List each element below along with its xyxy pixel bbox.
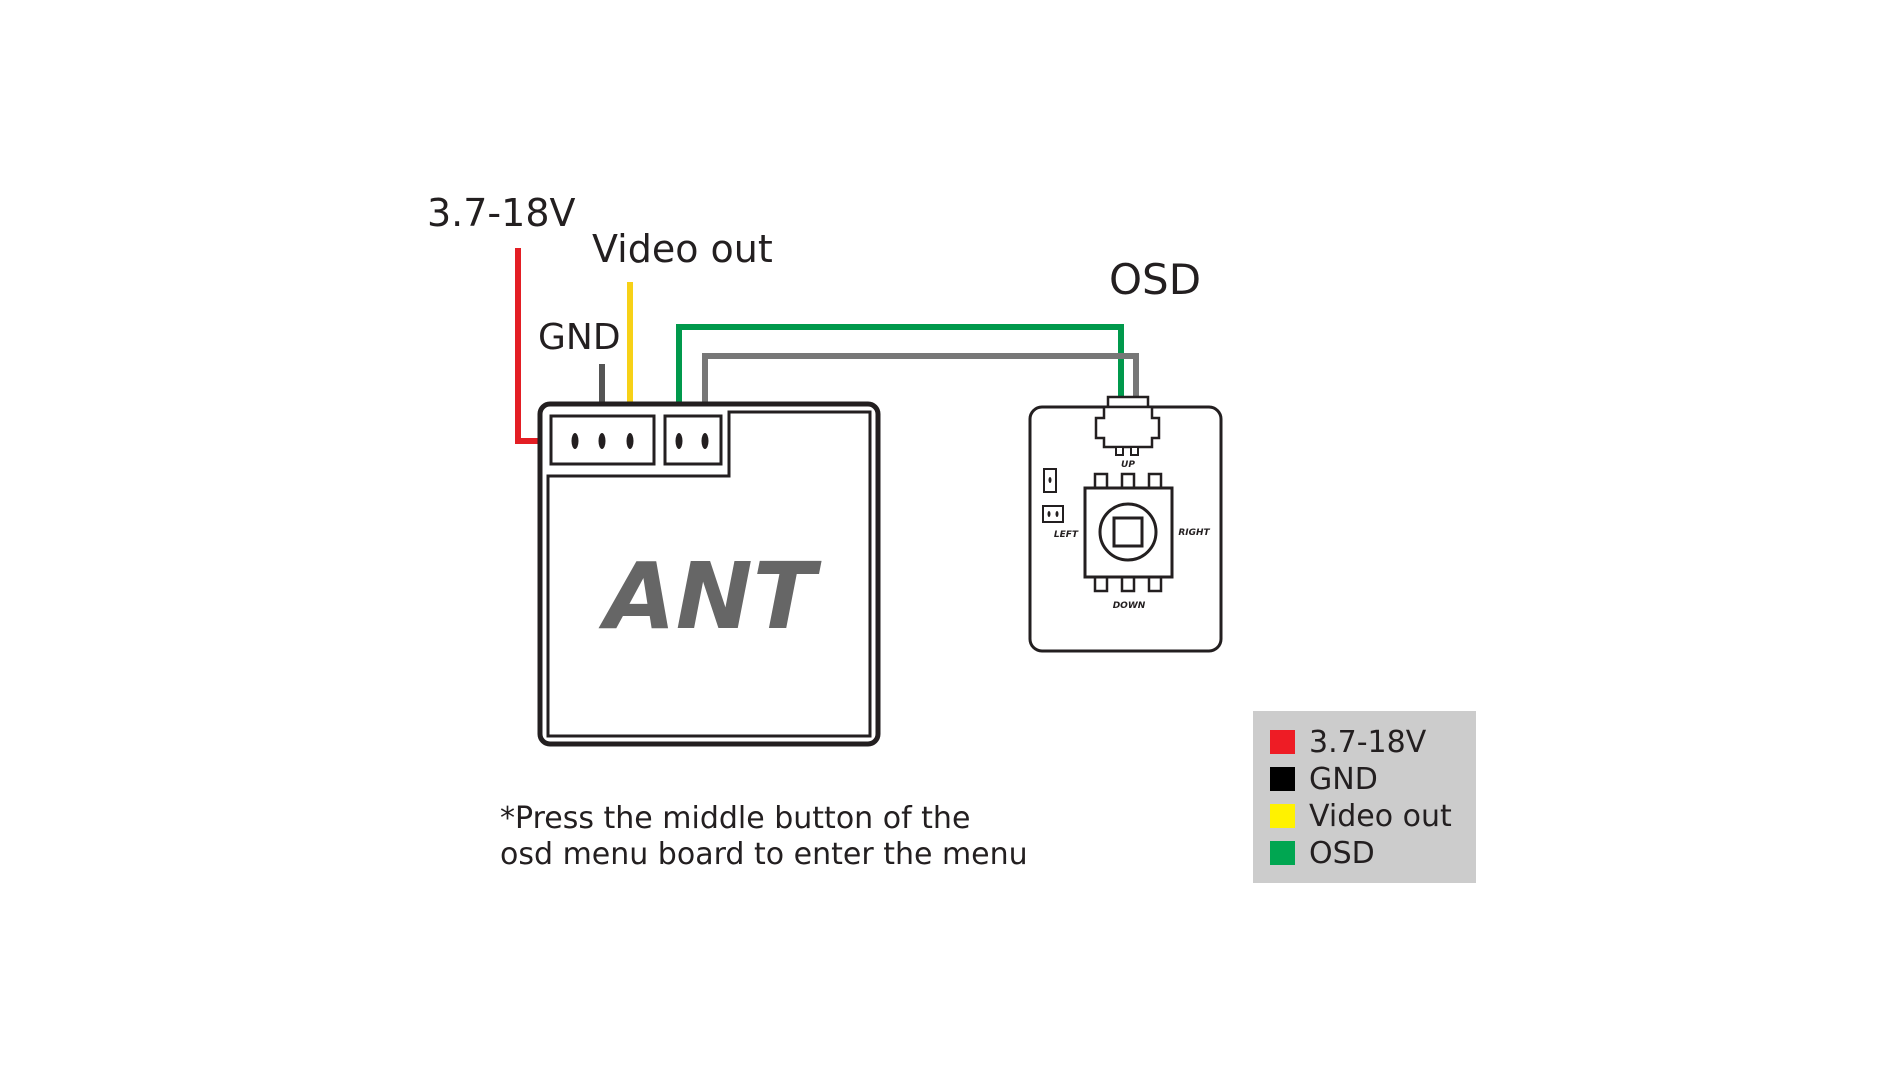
osd-wire-green: [676, 324, 1124, 441]
osd-side-component-dot: [1055, 511, 1059, 517]
note-line-1: *Press the middle button of the: [500, 801, 970, 836]
connector-pin: [598, 433, 606, 449]
osd-button-pad: [1120, 472, 1136, 490]
note-line-2: osd menu board to enter the menu: [500, 837, 1028, 872]
legend-label-video-out: Video out: [1309, 799, 1452, 834]
osd-board: UP LEFT RIGHT DOWN: [1028, 395, 1223, 653]
osd-board-connector-body: [1094, 405, 1161, 449]
osd-side-component-dot: [1047, 511, 1051, 517]
legend-label-gnd: GND: [1309, 762, 1378, 797]
legend-swatch-power: [1270, 730, 1295, 754]
osd-button-pad: [1093, 472, 1109, 490]
legend-swatch-osd: [1270, 841, 1295, 865]
osd-side-component: [1042, 505, 1064, 523]
gnd-label: GND: [538, 317, 621, 358]
connector-pin: [701, 433, 709, 449]
camera-brand: ANT: [599, 543, 822, 650]
camera-outer-frame: [537, 401, 881, 747]
legend-swatch-gnd: [1270, 767, 1295, 791]
power-connector: [549, 414, 656, 466]
legend-label-power: 3.7-18V: [1309, 725, 1427, 760]
power-label: 3.7-18V: [427, 191, 576, 235]
camera-module: ANT: [537, 401, 881, 747]
osd-label: OSD: [1109, 255, 1201, 304]
osd-side-component-dot: [1048, 477, 1052, 483]
osd-connector: [663, 414, 723, 466]
camera-inner-frame: [546, 410, 872, 738]
connector-pin: [626, 433, 634, 449]
osd-button-pad: [1120, 575, 1136, 593]
osd-button-pad: [1093, 575, 1109, 593]
osd-left-label: LEFT: [1054, 530, 1079, 540]
osd-right-label: RIGHT: [1178, 528, 1210, 538]
osd-down-label: DOWN: [1113, 601, 1146, 611]
connector-pin: [571, 433, 579, 449]
connector-pin: [675, 433, 683, 449]
legend: 3.7-18V GND Video out OSD: [1253, 711, 1476, 883]
osd-button-pad: [1147, 575, 1163, 593]
legend-swatch-video-out: [1270, 804, 1295, 828]
osd-board-connector-pin: [1115, 446, 1124, 456]
osd-wire-gray: [702, 353, 1139, 441]
legend-label-osd: OSD: [1309, 836, 1375, 871]
osd-button-pad: [1147, 472, 1163, 490]
osd-board-connector-pin: [1130, 446, 1139, 456]
video-out-label: Video out: [592, 227, 773, 271]
osd-board-connector: [1106, 395, 1150, 409]
osd-middle-button-center: [1112, 516, 1144, 548]
osd-up-label: UP: [1121, 460, 1135, 470]
